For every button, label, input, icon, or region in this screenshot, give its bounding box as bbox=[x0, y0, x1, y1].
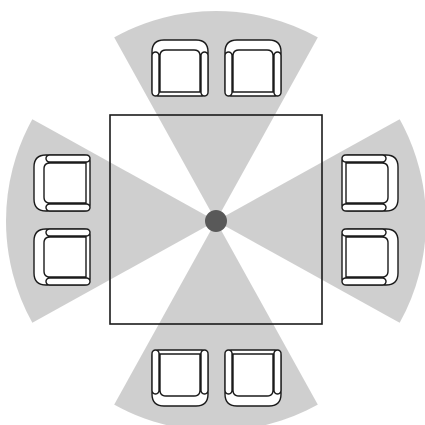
table bbox=[109, 114, 323, 325]
chair-icon bbox=[224, 39, 282, 97]
chairs bbox=[33, 39, 399, 407]
center-dot-icon bbox=[205, 210, 227, 232]
chair-icon bbox=[341, 228, 399, 286]
chair-icon bbox=[224, 349, 282, 407]
chair-icon bbox=[33, 154, 91, 212]
chair-icon bbox=[151, 349, 209, 407]
chair-icon bbox=[341, 154, 399, 212]
chair-icon bbox=[33, 228, 91, 286]
chair-icon bbox=[151, 39, 209, 97]
